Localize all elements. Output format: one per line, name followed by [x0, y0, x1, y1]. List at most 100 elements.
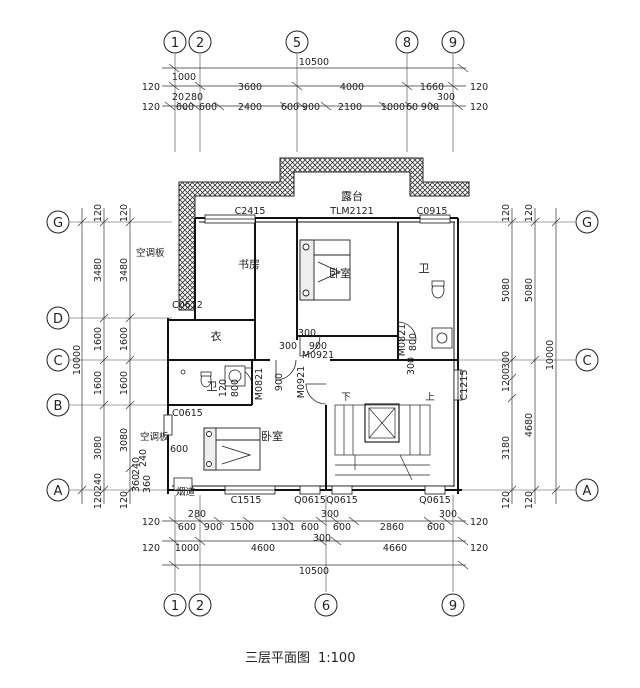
- dim-left-inner-1: 3480: [119, 258, 130, 282]
- dim-bottom-row1-7: 300: [321, 509, 339, 520]
- axis-label-left-g: G: [53, 216, 63, 231]
- door-label-m0821-a: M0821: [397, 324, 408, 356]
- dim-left-outer-2: 1600: [93, 327, 104, 351]
- dim-note-240: 240: [138, 449, 149, 467]
- window-label-q0615-a: Q0615: [294, 495, 326, 506]
- dim-right-inner-0: 120: [501, 204, 512, 222]
- stair-label-down: 下: [341, 392, 351, 403]
- dim-top-row2-b: 600: [176, 102, 194, 113]
- dim-note-800a: 800: [408, 333, 419, 351]
- axis-label-top-1: 1: [171, 36, 179, 51]
- room-label-bath-east: 卫: [419, 262, 430, 275]
- dimension-lines-bottom: [162, 516, 469, 570]
- dim-bottom-row1-1: 280: [188, 509, 206, 520]
- door-label-m0821-b: M0821: [254, 368, 265, 400]
- dim-top-row1-c: 4000: [340, 82, 364, 93]
- bathroom-fixtures: [180, 280, 453, 388]
- dim-bottom-row2-2: 4600: [251, 543, 275, 554]
- dimension-lines-left: [77, 208, 135, 504]
- window-label-q0615-b: Q0615: [326, 495, 358, 506]
- door-label-m0921-a: M0921: [302, 350, 334, 361]
- dim-top-row2-c: 2400: [238, 102, 262, 113]
- bed-main: [299, 239, 351, 301]
- axis-label-top-2: 2: [196, 36, 204, 51]
- dim-note-900b: 900: [274, 373, 285, 391]
- axis-label-bottom-6: 6: [322, 599, 330, 614]
- dim-bottom-row1-10: 600: [427, 522, 445, 533]
- axis-label-right-g: G: [582, 216, 592, 231]
- dim-note-300b: 300: [298, 328, 316, 339]
- dim-right-overall: 10000: [545, 340, 556, 370]
- room-label-bedroom-south: 卧室: [261, 429, 283, 443]
- dim-top-row2-side-right: 120: [470, 102, 488, 113]
- dim-bottom-row2-3: 300: [313, 533, 331, 544]
- axis-label-bottom-1: 1: [171, 599, 179, 614]
- dim-note-120a: 120: [218, 379, 229, 397]
- dim-note-600: 600: [170, 444, 188, 455]
- dim-note-900a: 900: [309, 341, 327, 352]
- dim-bottom-row1-6: 600: [301, 522, 319, 533]
- dim-top-row2-j: 300: [437, 92, 455, 103]
- bed-south: [203, 427, 261, 471]
- axis-label-bottom-9: 9: [449, 599, 457, 614]
- axis-label-left-b: B: [54, 399, 63, 414]
- window-label-c1515: C1515: [231, 495, 262, 506]
- dim-left-overall: 10000: [72, 345, 83, 375]
- dim-bottom-row1-4: 1500: [230, 522, 254, 533]
- door-label-m0921-b: M0921: [296, 366, 307, 398]
- dim-bottom-row1-12: 120: [470, 517, 488, 528]
- dim-bottom-row1-9: 2860: [380, 522, 404, 533]
- dim-right-outer-2: 4680: [524, 413, 535, 437]
- axis-label-top-8: 8: [403, 36, 411, 51]
- axis-bubbles-right: [575, 210, 599, 502]
- dim-top-overall: 10500: [299, 57, 329, 68]
- stair-label-up: 上: [425, 392, 435, 403]
- dim-bottom-row2-1: 1000: [175, 543, 199, 554]
- window-label-c0915: C0915: [417, 206, 448, 217]
- dim-right-outer-3: 120: [524, 491, 535, 509]
- axis-label-bottom-2: 2: [196, 599, 204, 614]
- dim-note-360: 360: [142, 475, 153, 493]
- drawing-title: 三层平面图: [245, 651, 310, 666]
- axis-label-left-d: D: [53, 312, 63, 327]
- staircase: [334, 403, 431, 481]
- dim-bottom-row1-8: 600: [333, 522, 351, 533]
- dim-top-row1-b: 3600: [238, 82, 262, 93]
- window-label-c0615: C0615: [172, 408, 203, 419]
- dim-bottom-row1-3: 900: [204, 522, 222, 533]
- dim-top-row1-d: 1660: [420, 82, 444, 93]
- flue-box: [173, 477, 193, 491]
- room-label-bath-mid: 卫: [207, 380, 218, 393]
- label-ac-board-bottom: 空调板: [140, 431, 169, 443]
- dim-left-inner-2: 1600: [119, 327, 130, 351]
- dim-right-inner-4: 3180: [501, 436, 512, 460]
- axis-bubbles-bottom: [163, 593, 465, 617]
- dim-top-row2-c2: 600: [199, 102, 217, 113]
- dim-left-inner-3: 1600: [119, 371, 130, 395]
- axis-grid: [70, 54, 575, 592]
- axis-label-top-9: 9: [449, 36, 457, 51]
- axis-bubbles-left: [46, 210, 70, 502]
- dim-top-row2-g: 1000: [381, 102, 405, 113]
- dimension-lines-right: [507, 208, 561, 504]
- dim-note-300c: 300: [406, 357, 417, 375]
- dim-top-row1-a: 1000: [172, 72, 196, 83]
- dim-top-row2-a2: 20: [172, 92, 184, 103]
- room-label-bedroom-main: 卧室: [329, 266, 351, 280]
- dim-note-800b: 800: [230, 379, 241, 397]
- dim-right-inner-1: 5080: [501, 278, 512, 302]
- dimension-lines-top: [162, 63, 469, 111]
- dim-top-row1-side-right: 120: [470, 82, 488, 93]
- dim-bottom-row2-0: 120: [142, 543, 160, 554]
- door-label-tlm2121: TLM2121: [329, 206, 373, 217]
- dim-top-row2-i: 900: [421, 102, 439, 113]
- label-ac-board-top: 空调板: [136, 247, 165, 259]
- window-label-c2415: C2415: [235, 206, 266, 217]
- dim-bottom-row2-4: 4660: [383, 543, 407, 554]
- dim-left-inner-4: 3080: [119, 428, 130, 452]
- drawing-scale: 1:100: [318, 651, 355, 666]
- room-label-terrace: 露台: [341, 189, 363, 203]
- room-label-closet: 衣: [211, 329, 222, 343]
- dim-top-row2-f: 2100: [338, 102, 362, 113]
